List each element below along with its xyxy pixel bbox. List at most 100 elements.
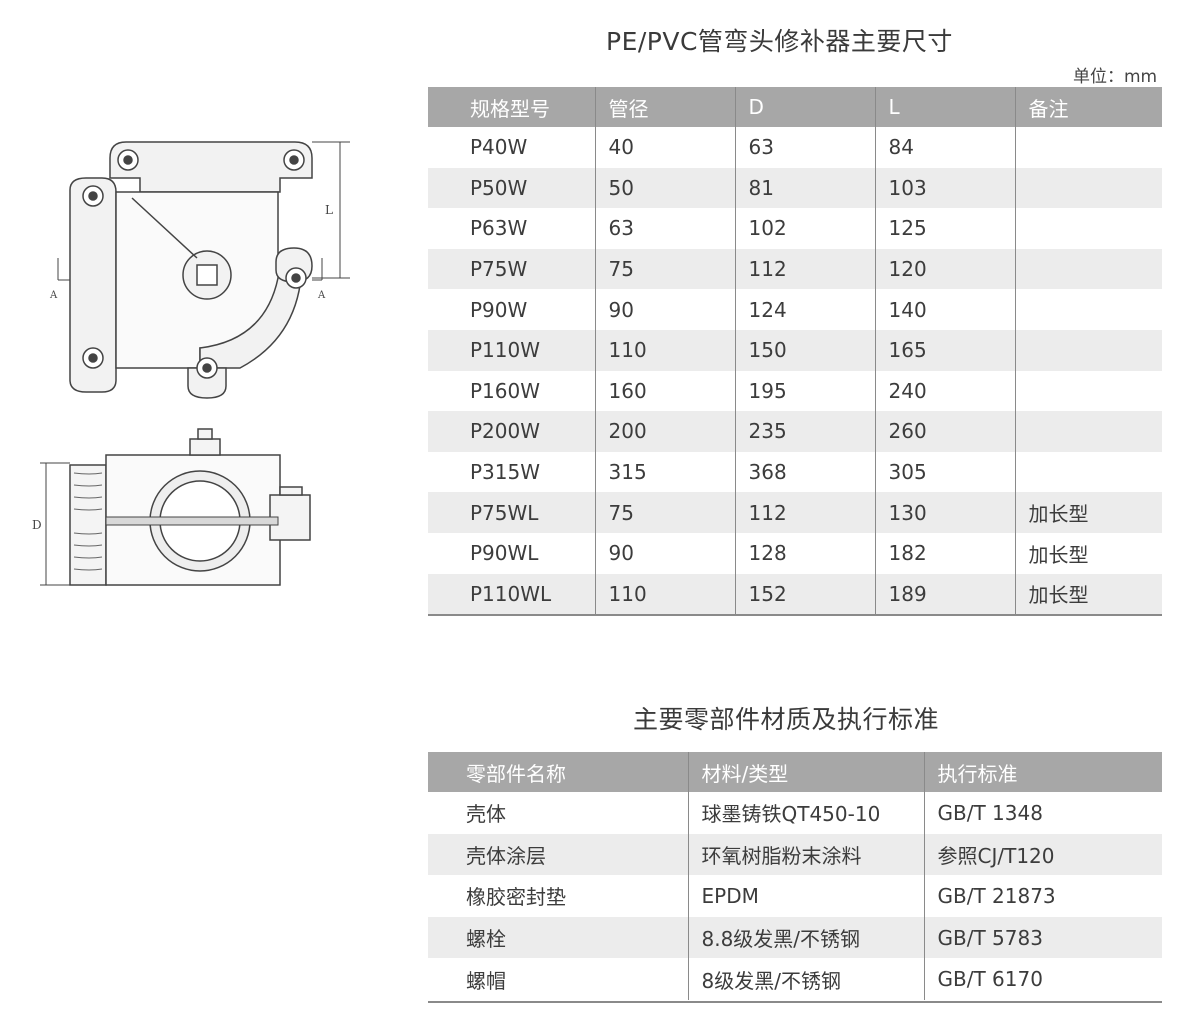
materials-cell-material: 球墨铸铁QT450-10 [687, 792, 924, 834]
dims-table-title: PE/PVC管弯头修补器主要尺寸 [606, 27, 953, 56]
label-A-left: A [49, 290, 58, 301]
dims-cell-D: 102 [734, 208, 875, 249]
dims-cell-note [1014, 289, 1162, 330]
dims-cell-D: 63 [734, 127, 875, 168]
materials-cell-part: 壳体涂层 [428, 833, 688, 876]
dims-header-pipe: 管径 [594, 87, 735, 127]
dims-cell-L: 240 [874, 370, 1015, 412]
dims-cell-model: P75WL [428, 492, 595, 533]
materials-cell-part: 螺栓 [428, 916, 688, 959]
dims-cell-pipe: 63 [594, 208, 735, 249]
materials-cell-part: 螺帽 [466, 968, 506, 993]
dims-cell-D: 368 [734, 451, 875, 493]
dims-cell-note [1014, 329, 1162, 371]
dims-cell-note: 加长型 [1014, 532, 1162, 574]
dims-table-bottom-rule [428, 614, 1162, 616]
dims-cell-model: P75W [428, 248, 595, 290]
dims-cell-note: 加长型 [1014, 492, 1162, 533]
dims-cell-note [1014, 451, 1162, 493]
dims-cell-note [1014, 411, 1162, 452]
materials-cell-standard: 参照CJ/T120 [923, 833, 1162, 876]
materials-cell-standard: GB/T 1348 [923, 792, 1162, 834]
materials-cell-part: 橡胶密封垫 [466, 885, 566, 910]
dims-cell-L: 125 [874, 208, 1015, 249]
dims-cell-L: 120 [874, 248, 1015, 290]
materials-cell-material: 8级发黑/不锈钢 [687, 958, 924, 1000]
materials-cell-material: 8.8级发黑/不锈钢 [687, 916, 924, 959]
label-D: D [32, 518, 42, 532]
materials-table-header: 零部件名称 材料/类型 执行标准 [428, 752, 1162, 792]
dims-cell-L: 130 [874, 492, 1015, 533]
materials-cell-standard: GB/T 21873 [923, 875, 1162, 917]
dims-cell-note [1014, 248, 1162, 290]
dims-cell-L: 260 [874, 411, 1015, 452]
dims-header-model: 规格型号 [428, 87, 595, 127]
materials-header-part: 零部件名称 [428, 752, 688, 792]
materials-cell-part: 壳体 [466, 802, 506, 827]
dims-cell-D: 235 [734, 411, 875, 452]
table-row: 壳体涂层环氧树脂粉末涂料参照CJ/T120 [428, 833, 1162, 876]
dims-cell-note [1014, 127, 1162, 168]
dims-cell-pipe: 75 [594, 492, 735, 533]
dims-cell-note [1014, 167, 1162, 209]
materials-header-material: 材料/类型 [687, 752, 924, 792]
materials-cell-standard: GB/T 5783 [923, 916, 1162, 959]
dims-cell-pipe: 90 [594, 532, 735, 574]
dims-cell-L: 140 [874, 289, 1015, 330]
dims-table-header: 规格型号 管径 D L 备注 [428, 87, 1162, 127]
dims-cell-D: 128 [734, 532, 875, 574]
dims-cell-L: 165 [874, 329, 1015, 371]
dims-cell-model: P90WL [470, 541, 539, 566]
dims-cell-D: 124 [734, 289, 875, 330]
dims-header-L: L [874, 87, 1015, 127]
dims-cell-pipe: 75 [594, 248, 735, 290]
dims-cell-L: 84 [874, 127, 1015, 168]
materials-header-standard: 执行标准 [923, 752, 1162, 792]
dims-cell-model: P40W [470, 135, 528, 160]
dims-cell-model: P110W [428, 329, 595, 371]
dims-table-unit: 单位：mm [1073, 67, 1158, 87]
dims-cell-model: P315W [470, 460, 541, 485]
materials-cell-material: EPDM [687, 875, 924, 917]
dims-cell-note [1014, 208, 1162, 249]
dims-cell-D: 150 [734, 329, 875, 371]
dims-header-note: 备注 [1014, 87, 1162, 127]
dims-cell-D: 195 [734, 370, 875, 412]
dims-cell-pipe: 40 [594, 127, 735, 168]
dims-cell-note: 加长型 [1014, 573, 1162, 615]
dims-cell-D: 112 [734, 248, 875, 290]
materials-table-title: 主要零部件材质及执行标准 [633, 705, 940, 734]
dims-cell-D: 81 [734, 167, 875, 209]
dims-cell-model: P200W [428, 411, 595, 452]
materials-table-bottom-rule [428, 1001, 1162, 1003]
dims-header-D: D [734, 87, 875, 127]
dims-cell-L: 103 [874, 167, 1015, 209]
materials-cell-material: 环氧树脂粉末涂料 [687, 833, 924, 876]
dims-cell-pipe: 110 [594, 573, 735, 615]
top-view-drawing: L A A [49, 141, 350, 399]
dims-cell-model: P50W [428, 167, 595, 209]
dims-cell-L: 305 [874, 451, 1015, 493]
label-L: L [325, 203, 333, 217]
dims-cell-D: 112 [734, 492, 875, 533]
dims-cell-model: P90W [470, 297, 528, 322]
dims-cell-note [1014, 370, 1162, 412]
dims-cell-pipe: 315 [594, 451, 735, 493]
materials-cell-standard: GB/T 6170 [923, 958, 1162, 1000]
dims-cell-pipe: 50 [594, 167, 735, 209]
label-A-right: A [317, 290, 326, 301]
dims-cell-pipe: 160 [594, 370, 735, 412]
